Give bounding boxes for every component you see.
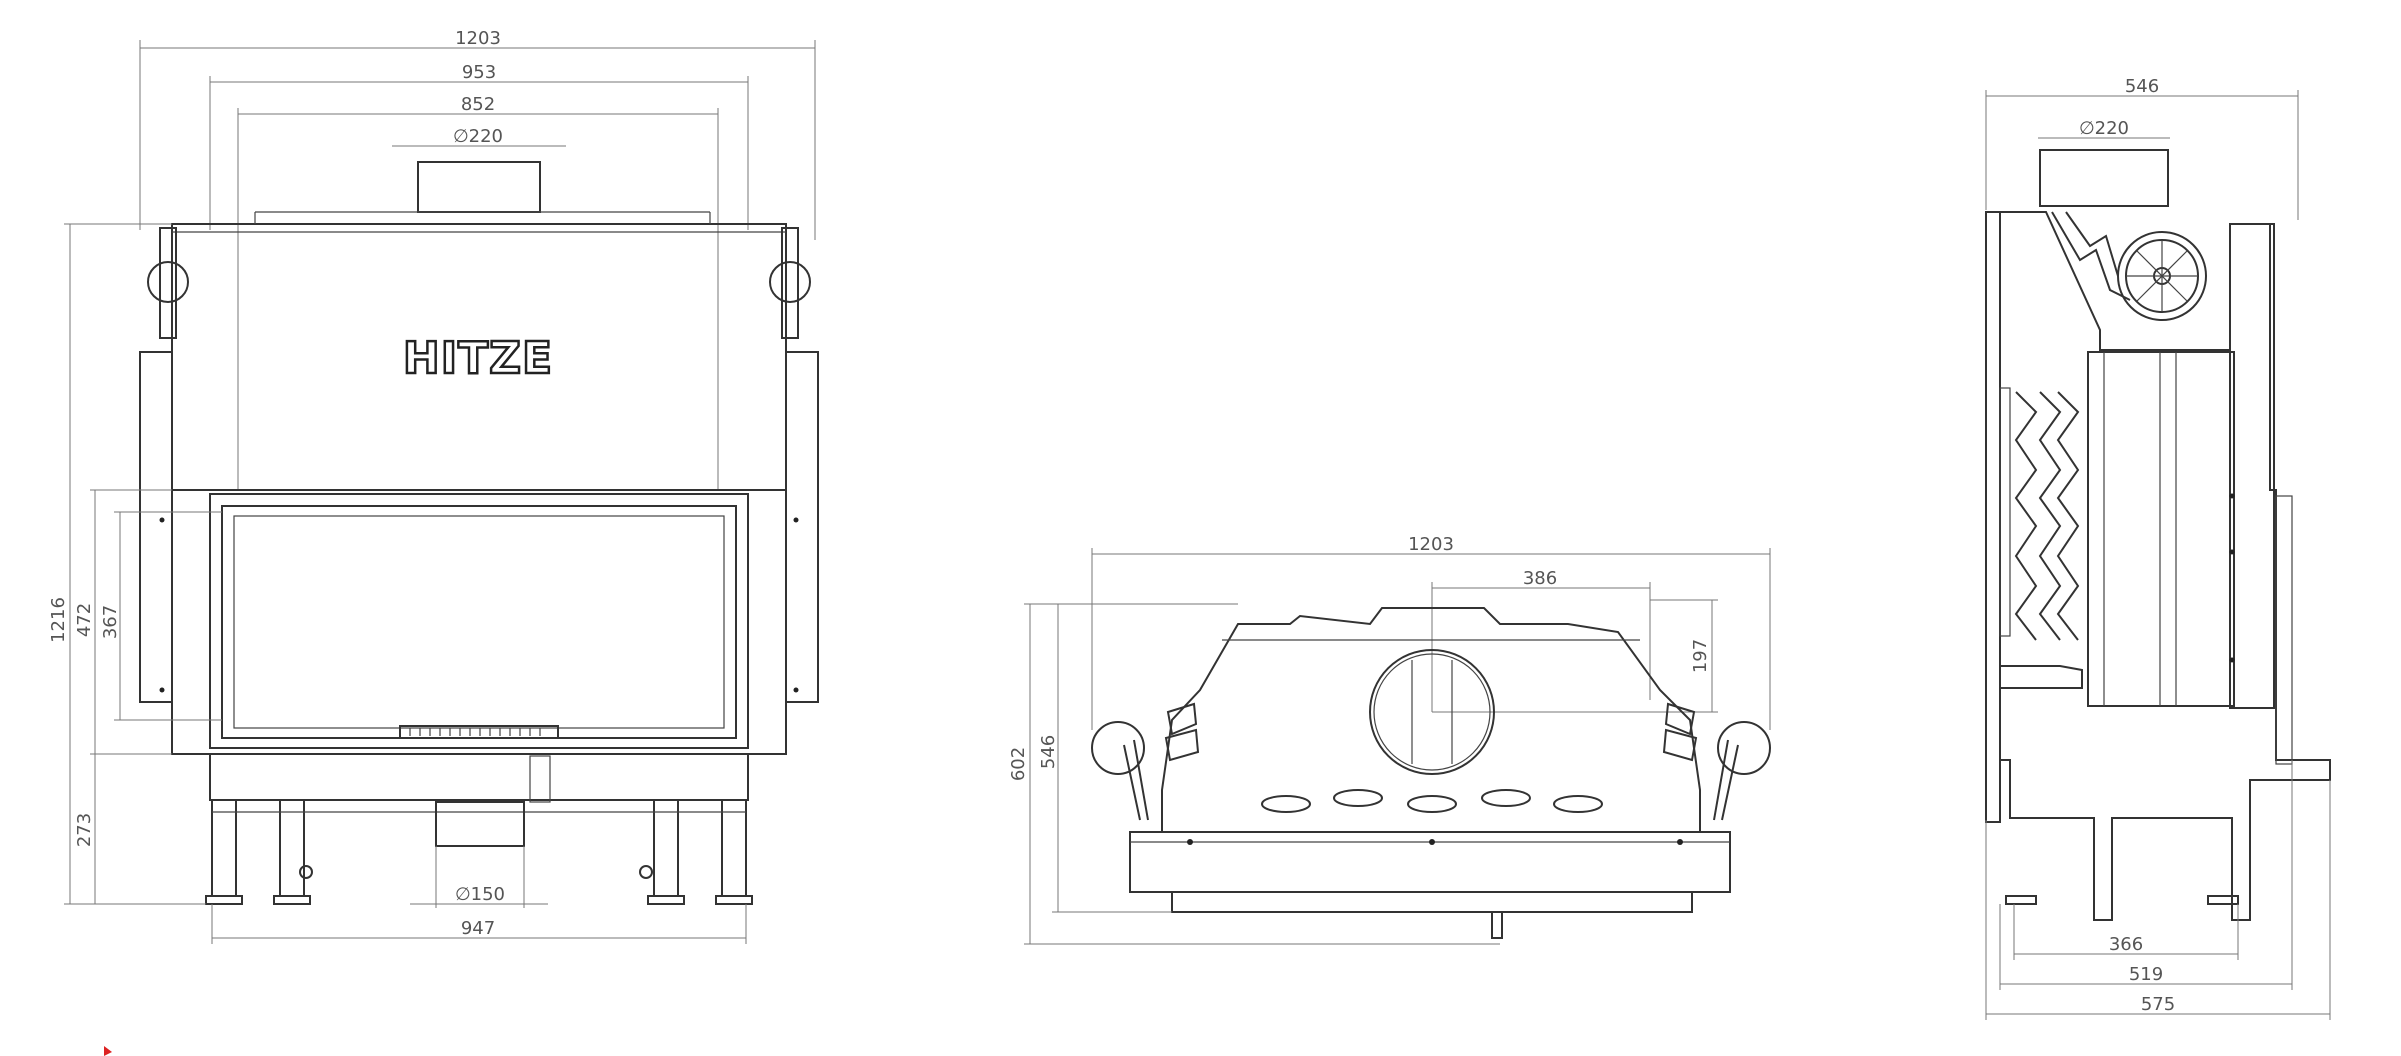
side-flue-diameter-label: ∅220	[2079, 118, 2129, 139]
top-right-fan-icon	[1662, 702, 1771, 821]
top-body-depth-label: 546	[1038, 735, 1059, 769]
top-left-fan-icon	[1091, 702, 1200, 821]
front-body-width-label: 953	[462, 62, 496, 83]
red-marker-icon	[104, 1046, 112, 1056]
front-base-width-label: 947	[461, 918, 495, 939]
left-fan-icon	[147, 227, 189, 339]
air-grill	[409, 728, 541, 736]
front-flue-diameter-label: ∅220	[453, 126, 503, 147]
side-base-depth-label: 519	[2129, 964, 2163, 985]
side-overall-depth-label: 546	[2125, 76, 2159, 97]
top-flue-spacing-label: 386	[1523, 568, 1557, 589]
side-total-depth-label: 575	[2141, 994, 2175, 1015]
side-fan-icon	[2117, 231, 2207, 321]
top-overall-depth-label: 602	[1008, 747, 1029, 781]
side-leg-depth-label: 366	[2109, 934, 2143, 955]
front-door-height-label: 472	[74, 603, 95, 637]
front-air-inlet-label: ∅150	[455, 884, 505, 905]
front-glass-height-label: 367	[100, 605, 121, 639]
top-overall-width-label: 1203	[1408, 534, 1454, 555]
right-fan-icon	[769, 227, 811, 339]
zigzag-baffle	[2014, 391, 2080, 641]
side-view: 546 ∅220	[1985, 76, 2331, 1020]
top-flue-offset-label: 197	[1690, 639, 1711, 673]
front-inner-width-label: 852	[461, 94, 495, 115]
front-view: 1203 953 852 ∅220	[48, 28, 819, 944]
top-view: 1203 386 197	[1008, 534, 1771, 945]
front-overall-height-label: 1216	[48, 597, 69, 643]
front-leg-height-label: 273	[74, 813, 95, 847]
brand-logo: HITZE	[403, 333, 553, 384]
front-overall-width-label: 1203	[455, 28, 501, 49]
